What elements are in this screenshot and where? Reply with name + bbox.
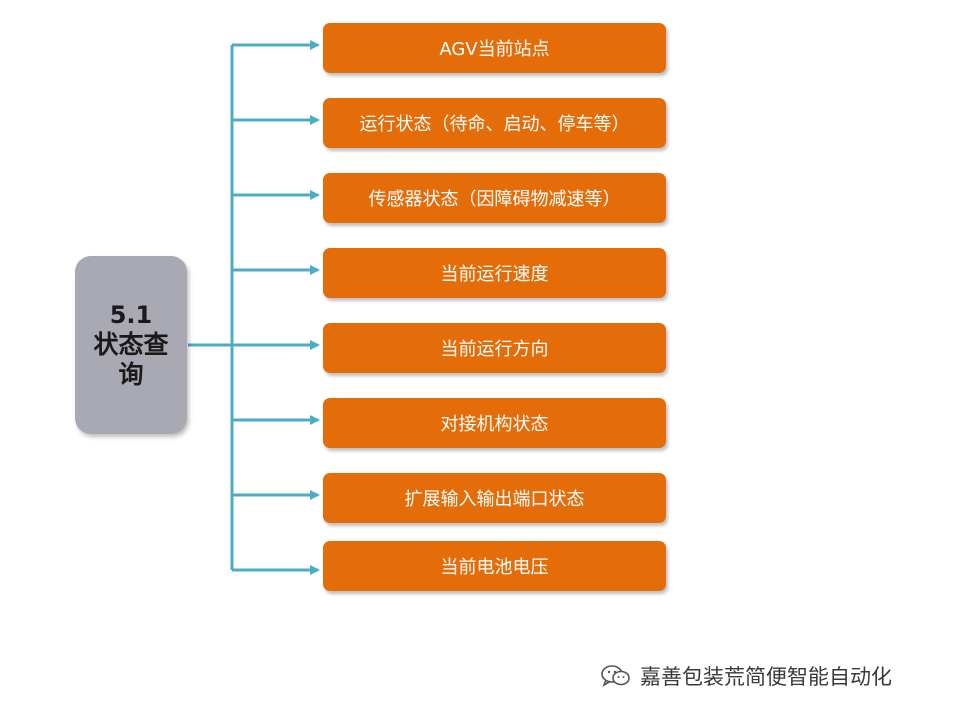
item-agv-station: AGV当前站点	[323, 23, 666, 73]
watermark: 嘉善包装荒简便智能自动化	[600, 662, 892, 690]
item-battery-voltage: 当前电池电压	[323, 541, 666, 591]
item-current-direction: 当前运行方向	[323, 323, 666, 373]
item-io-port-status: 扩展输入输出端口状态	[323, 473, 666, 523]
item-run-status: 运行状态（待命、启动、停车等）	[323, 98, 666, 148]
watermark-text: 嘉善包装荒简便智能自动化	[640, 665, 892, 689]
root-label-line2: 状态查	[93, 330, 169, 359]
root-label-line1: 5.1	[109, 301, 153, 329]
root-node: 5.1 状态查 询	[75, 256, 187, 434]
item-current-speed: 当前运行速度	[323, 248, 666, 298]
root-label-line3: 询	[118, 360, 144, 389]
item-sensor-status: 传感器状态（因障碍物减速等）	[323, 173, 666, 223]
item-docking-status: 对接机构状态	[323, 398, 666, 448]
wechat-icon	[601, 665, 630, 687]
